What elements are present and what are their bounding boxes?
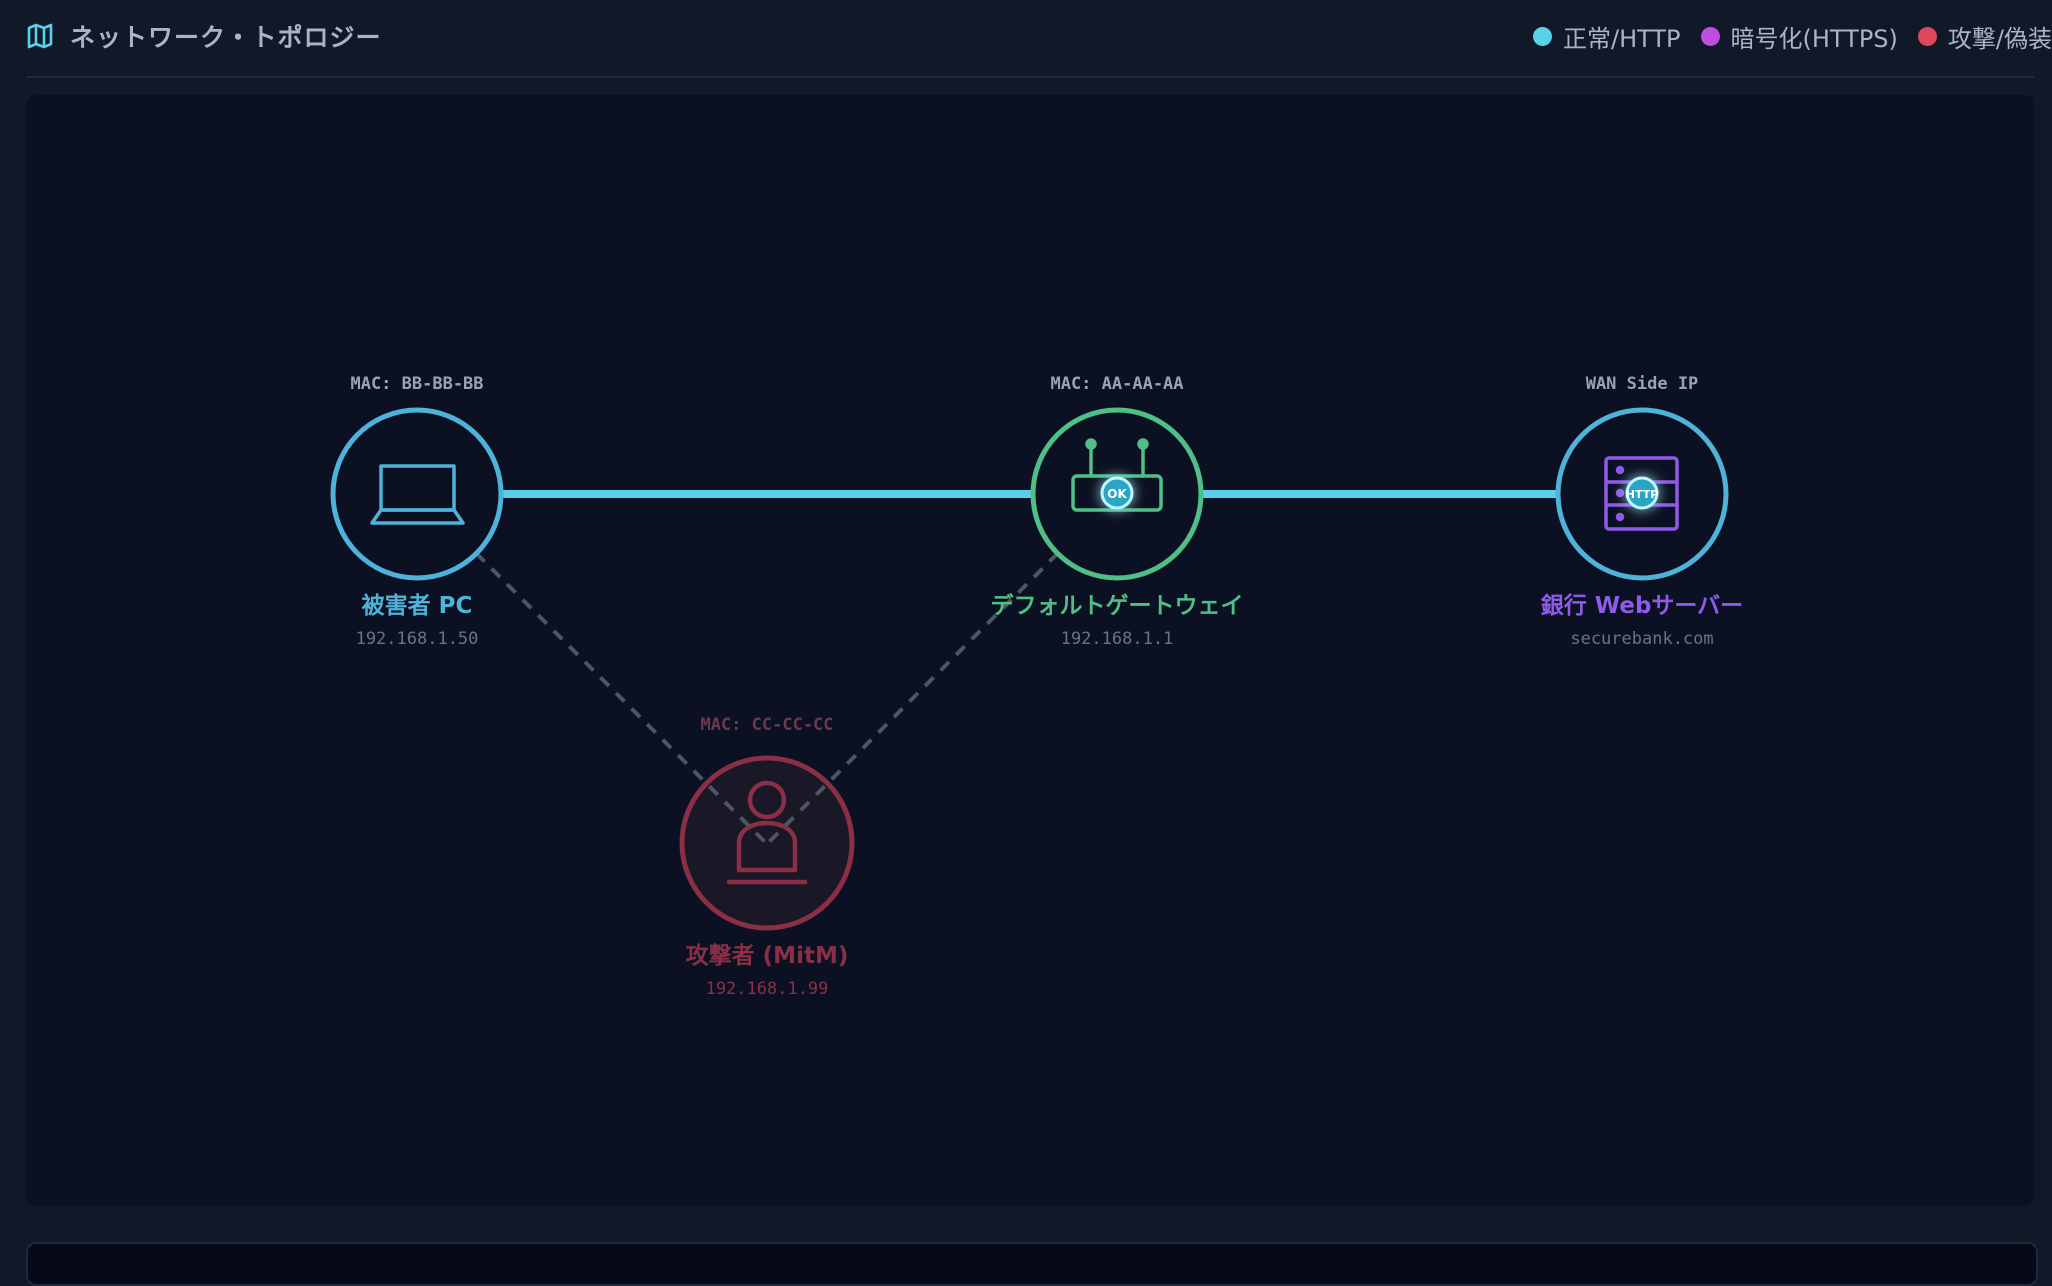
attacker-name-label: 攻撃者 (MitM) [686, 942, 849, 969]
gateway-status-badge [1100, 476, 1134, 510]
legend-label-encrypted: 暗号化(HTTPS) [1730, 24, 1898, 53]
node-server[interactable]: HTTP [1555, 407, 1729, 581]
page-title: ネットワーク・トポロジー [70, 23, 382, 52]
victim-mac-label: MAC: BB-BB-BB [350, 374, 483, 394]
gateway-mac-label: MAC: AA-AA-AA [1050, 374, 1183, 394]
attacker-node-circle[interactable] [679, 755, 855, 931]
victim-node-circle[interactable] [330, 407, 504, 581]
victim-name-label: 被害者 PC [362, 592, 473, 619]
legend-label-attack: 攻撃/偽装 [1947, 24, 2052, 53]
topology-canvas: OK HTTP MAC: BB-BB-BB 被害者 PC 192.168.1.5… [26, 95, 2034, 1206]
header: ネットワーク・トポロジー 正常/HTTP 暗号化(HTTPS) 攻撃/偽装 [0, 0, 2052, 72]
legend-item-attack: 攻撃/偽装 [1917, 19, 2052, 54]
legend-dot-normal [1533, 26, 1552, 46]
legend-label-normal: 正常/HTTP [1563, 24, 1681, 53]
legend-item-encrypted: 暗号化(HTTPS) [1700, 19, 1898, 54]
node-gateway[interactable]: OK [1030, 407, 1204, 581]
gateway-ip-label: 192.168.1.1 [1061, 629, 1174, 649]
map-icon [27, 23, 53, 49]
legend-dot-encrypted [1700, 26, 1720, 46]
link-victim-attacker [474, 551, 768, 845]
bottom-panel [26, 1242, 2038, 1286]
header-divider [26, 76, 2034, 78]
router-icon [1071, 438, 1163, 512]
gateway-name-label: デフォルトゲートウェイ [991, 592, 1244, 619]
link-gateway-attacker [766, 551, 1060, 845]
victim-ip-label: 192.168.1.50 [356, 629, 479, 649]
server-wan-label: WAN Side IP [1586, 374, 1699, 394]
legend: 正常/HTTP 暗号化(HTTPS) 攻撃/偽装 [1533, 18, 2052, 54]
gateway-badge-label: OK [1107, 487, 1127, 501]
server-protocol-badge [1625, 476, 1659, 510]
topology-diagram: OK HTTP MAC: BB-BB-BB 被害者 PC 192.168.1.5… [330, 374, 1743, 999]
legend-item-normal: 正常/HTTP [1533, 19, 1681, 54]
server-domain-label: securebank.com [1570, 629, 1713, 649]
laptop-icon [370, 464, 465, 525]
attacker-icon [726, 780, 808, 885]
server-badge-label: HTTP [1626, 488, 1659, 501]
attacker-mac-label: MAC: CC-CC-CC [700, 715, 833, 735]
attacker-ip-label: 192.168.1.99 [706, 979, 829, 999]
legend-dot-attack [1917, 26, 1937, 46]
node-attacker[interactable] [679, 755, 855, 931]
node-victim[interactable] [330, 407, 504, 581]
title-wrap: ネットワーク・トポロジー [26, 18, 382, 54]
server-name-label: 銀行 Webサーバー [1541, 592, 1743, 619]
